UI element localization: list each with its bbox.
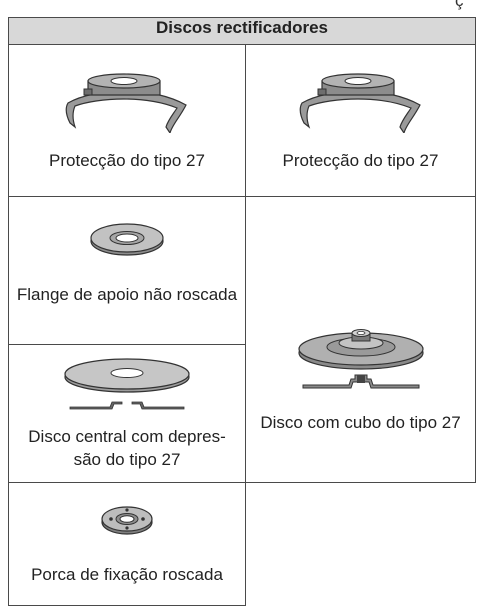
flange-label: Flange de apoio não roscada [16, 285, 238, 304]
guard-type27-illustration [65, 73, 187, 133]
cell-hub-disc: Disco com cubo do tipo 27 [245, 196, 476, 483]
threaded-nut-illustration [101, 506, 153, 535]
cell-flange: Flange de apoio não roscada [8, 196, 246, 345]
guard-type27-illustration [299, 73, 421, 133]
cell-guard-right: Protecção do tipo 27 [245, 44, 476, 197]
hub-disc-label: Disco com cubo do tipo 27 [260, 413, 461, 432]
table-title: Discos rectificadores [8, 17, 476, 45]
depressed-disc-label: Disco central com depres-são do tipo 27 [28, 427, 226, 469]
cell-guard-left: Protecção do tipo 27 [8, 44, 246, 197]
nut-label: Porca de fixação roscada [31, 565, 223, 584]
grinding-discs-table: Discos rectificadores Protecção do tipo … [8, 17, 476, 606]
cell-depressed-disc: Disco central com depres-são do tipo 27 [8, 344, 246, 483]
hub-disc-illustration [297, 329, 424, 389]
depressed-center-disc-illustration [64, 358, 190, 410]
page-text-fragment: ç [455, 0, 464, 10]
cell-empty [245, 482, 476, 606]
backing-flange-illustration [90, 223, 164, 256]
guard-right-label: Protecção do tipo 27 [282, 151, 439, 170]
cell-nut: Porca de fixação roscada [8, 482, 246, 606]
guard-left-label: Protecção do tipo 27 [49, 151, 205, 170]
